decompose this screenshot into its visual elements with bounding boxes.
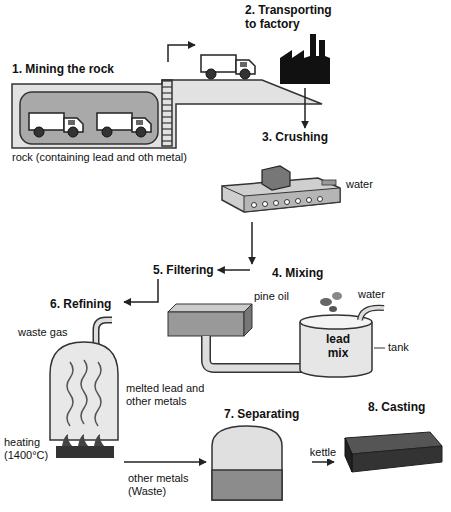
flow-arrow [304,88,306,128]
crusher-drawing [322,180,336,185]
furnace-drawing [96,320,112,346]
flow-arrow [218,269,250,271]
crusher-drawing [263,202,268,207]
step-title: 6. Refining [50,297,111,311]
process-step: 8. Casting [334,398,446,476]
process-step: 1. Mining the rock rock (containing lead … [10,62,191,164]
crusher-drawing [222,166,340,212]
factory-icon [280,34,330,84]
crusher-drawing [262,166,290,190]
crusher-drawing [296,199,301,204]
ingot-drawing [352,446,442,472]
step-title: 8. Casting [368,400,425,414]
mine-truck [29,113,83,137]
furnace-drawing [50,342,118,440]
furnace-drawing [56,446,114,458]
pipe [206,336,302,368]
step-note: rock (containing lead and oth metal) [12,151,187,164]
separator-drawing [212,426,282,500]
process-step: 6. Refining [40,295,124,468]
furnace-drawing [62,434,104,446]
filter-box [244,304,252,336]
process-step: 5. Filtering [150,262,218,279]
step-title: 2. Transporting to factory [245,3,345,31]
tank-drawing [360,308,384,320]
step-title: lead mix [318,332,358,360]
ingot-drawing [345,432,442,472]
separator-drawing [212,426,282,500]
separator-drawing [212,470,282,500]
tank-drawing [332,292,342,300]
tank-drawing [300,292,385,377]
step-title: 1. Mining the rock [12,62,114,76]
furnace-drawing [95,362,101,426]
process-step: 3. Crushing [215,128,345,222]
waste-label: other metals (Waste) [128,472,200,498]
flow-label: melted lead and other metals [126,382,216,408]
filter-box [168,304,252,336]
step-title: 7. Separating [224,407,299,421]
furnace-drawing [81,360,87,424]
edge-label: kettle [308,446,338,459]
crusher-drawing [222,186,244,196]
ingot-drawing [345,438,352,472]
flow-arrow [312,461,334,463]
flow-arrow [168,45,195,62]
flow-arrow [124,461,206,463]
crusher-drawing [318,197,323,202]
furnace-drawing [96,320,112,346]
mine-shaft [162,80,172,146]
mine-truck [97,113,151,137]
pipe-label: pine oil [254,290,289,303]
water-label: water [346,178,373,191]
condition-label: heating (1400°C) [4,436,56,462]
tank-node: lead mix [316,332,360,362]
tank-drawing [320,298,332,306]
leader-line [374,348,385,349]
flow-arrow [251,222,253,264]
flow-arrow [124,279,158,302]
furnace-drawing [50,320,118,458]
filter-box [168,304,252,312]
tank-drawing [300,322,372,377]
tank-drawing [329,306,337,312]
filter-box [168,312,244,336]
mine-chamber [20,92,158,144]
crusher-drawing [285,200,290,205]
process-step: 7. Separating [206,405,312,502]
crusher-drawing [252,203,257,208]
process-step: 2. Transporting to factory [195,0,349,88]
crusher-drawing [244,188,340,212]
water-label: water [358,288,385,301]
crusher-drawing [307,198,312,203]
step-title: 3. Crushing [262,130,328,144]
gas-label: waste gas [18,326,68,339]
part-label: tank [388,341,409,354]
step-title: 4. Mixing [272,266,323,280]
tank-drawing [360,308,384,320]
process-step: 4. Mixing lead mix [250,264,378,382]
step-title: 5. Filtering [153,263,214,277]
furnace-drawing [67,362,73,426]
crusher-drawing [274,201,279,206]
road-truck [201,55,255,79]
pipe [206,336,302,368]
pipe [206,336,302,368]
